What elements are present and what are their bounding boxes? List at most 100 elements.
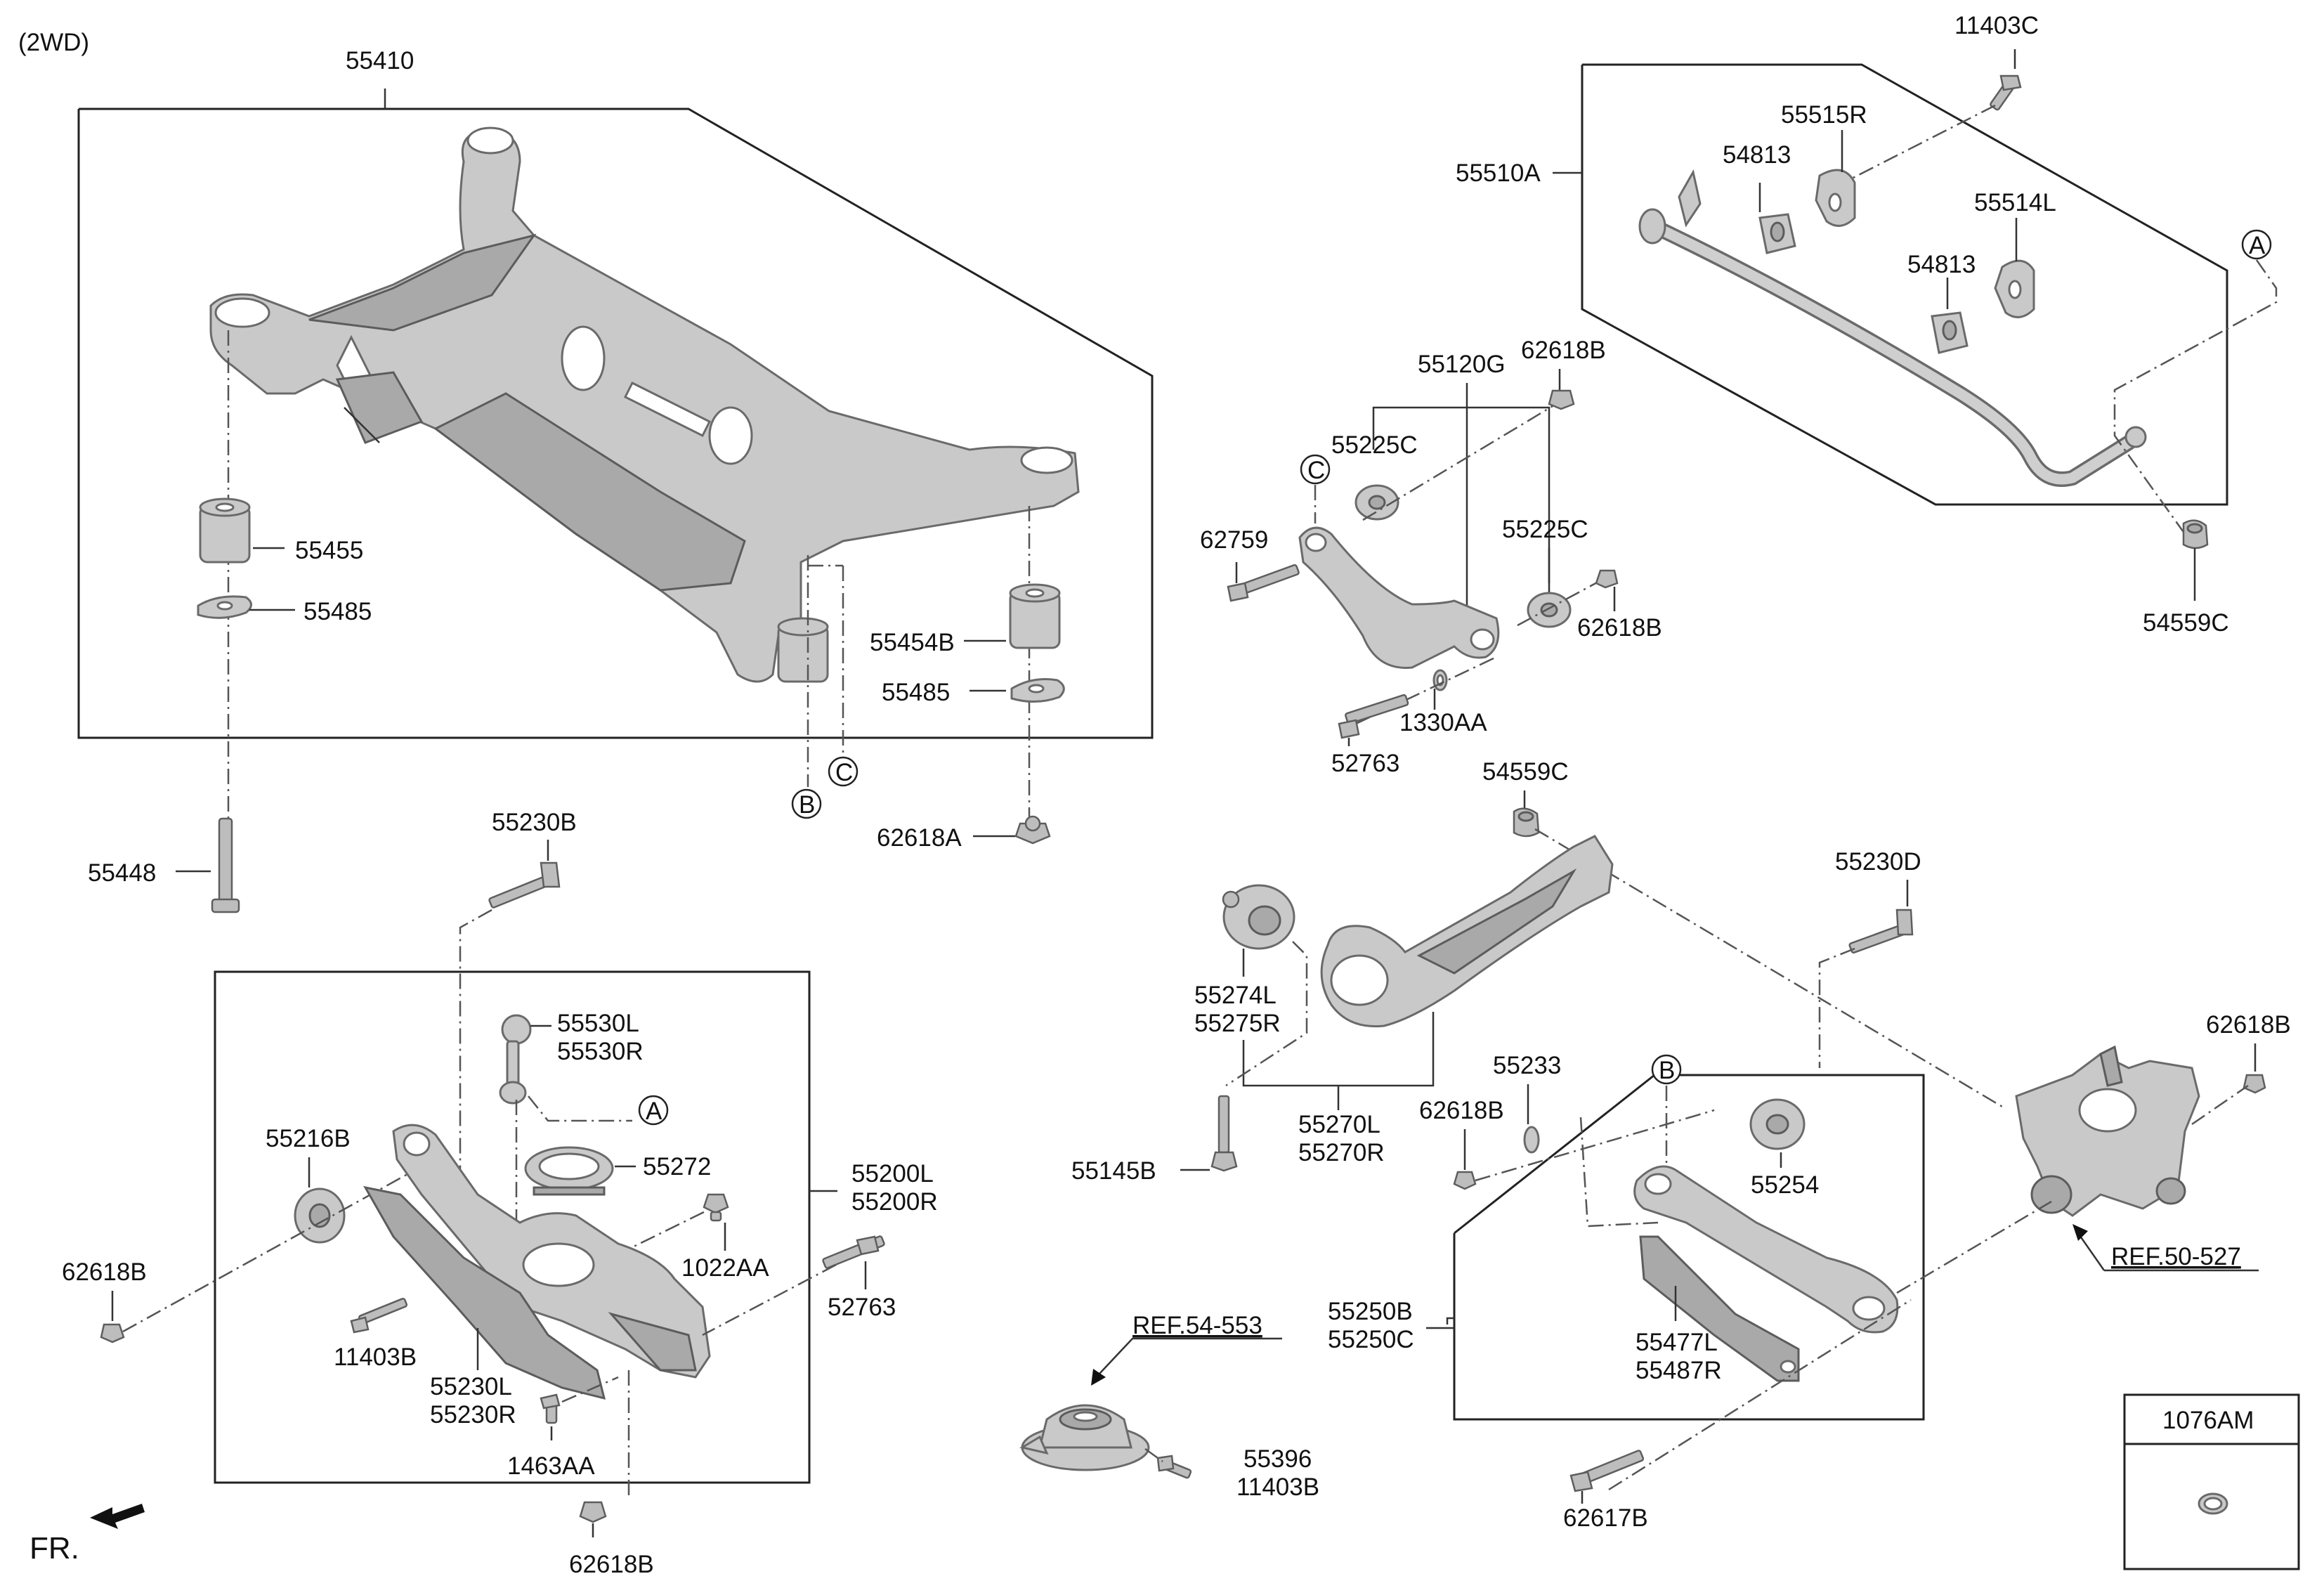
part-label-55230L: 55230L	[430, 1373, 512, 1400]
part-label-11403B-pad: 11403B	[1236, 1473, 1319, 1501]
bolt-55230B	[488, 861, 561, 909]
nut-62618B-top	[1548, 389, 1575, 410]
marker-circle-a-lower	[638, 1095, 669, 1126]
nut-1022AA	[703, 1193, 729, 1222]
part-label-55396: 55396	[1243, 1445, 1312, 1473]
part-label-55254: 55254	[1751, 1171, 1819, 1199]
part-label-62618B-upper-arm: 62618B	[1577, 614, 1662, 642]
stopper-55485-right	[1010, 678, 1065, 703]
part-label-55225C-upper: 55225C	[1331, 431, 1418, 459]
marker-circle-c-right	[1300, 454, 1331, 485]
part-label-55510A: 55510A	[1456, 160, 1541, 187]
svg-text:B: B	[799, 791, 815, 819]
bolt-55145B	[1210, 1095, 1238, 1172]
crossmember-rear-bushing	[777, 617, 829, 683]
part-label-55230R: 55230R	[430, 1401, 516, 1428]
part-label-55120G: 55120G	[1418, 351, 1506, 378]
nut-54559C-upper	[2182, 519, 2209, 549]
nut-62618B-upper-arm	[1595, 569, 1619, 589]
part-label-1463AA: 1463AA	[507, 1452, 595, 1480]
part-label-62618B-bottom: 62618B	[569, 1551, 654, 1578]
bolt-11403B-lower-arm	[350, 1297, 408, 1334]
bolt-62759	[1227, 564, 1300, 602]
svg-text:A: A	[2249, 232, 2266, 259]
bushing-55225C-lower	[1527, 592, 1572, 628]
part-label-11403C: 11403C	[1954, 12, 2039, 39]
part-label-55230D: 55230D	[1835, 848, 1921, 876]
part-label-55225C-lower: 55225C	[1502, 516, 1588, 543]
upper-arm-55120G	[1298, 526, 1500, 669]
lower-control-arm-group-box	[214, 970, 811, 1484]
part-label-55230B: 55230B	[492, 809, 577, 836]
part-label-62617B: 62617B	[1563, 1504, 1648, 1532]
part-label-55514L: 55514L	[1974, 189, 2056, 216]
bushing-54813-right	[1931, 311, 1969, 354]
ref-50-527-arrow	[2072, 1224, 2259, 1272]
inset-1076AM-box	[2123, 1393, 2300, 1570]
svg-text:C: C	[1307, 457, 1325, 484]
part-label-1076AM: 1076AM	[2162, 1407, 2254, 1434]
link-55530L-55530R	[499, 1014, 532, 1105]
part-label-55530L: 55530L	[557, 1010, 639, 1037]
ref-label-50-527: REF.50-527	[2111, 1243, 2241, 1270]
lower-arm-55250	[1633, 1165, 1899, 1334]
trailing-arm-55270	[1320, 835, 1614, 1028]
part-label-55487R: 55487R	[1636, 1357, 1722, 1384]
bushing-55216B	[294, 1187, 346, 1244]
bolt-11403C	[1990, 74, 2022, 111]
lower-arm-bracket-55477L-55487R	[1639, 1235, 1800, 1382]
spring-seat-55272	[524, 1146, 614, 1196]
part-label-54559C-lower: 54559C	[1482, 758, 1569, 786]
part-label-55272: 55272	[643, 1153, 711, 1180]
nut-54559C-lower	[1513, 807, 1540, 838]
bolt-55448	[211, 817, 240, 913]
lower-arm-55250-group-box	[1453, 1074, 1925, 1421]
part-label-55200R: 55200R	[851, 1188, 938, 1216]
part-label-55530R: 55530R	[557, 1038, 644, 1065]
stabilizer-bar	[1638, 169, 2147, 487]
bracket-55515R	[1815, 169, 1856, 227]
nut-62618B-knuckle	[2243, 1074, 2266, 1094]
part-label-55233: 55233	[1493, 1052, 1561, 1079]
plug-1076AM	[2198, 1492, 2228, 1515]
bushing-55225C-upper	[1354, 484, 1399, 521]
marker-circle-b-lower	[1651, 1054, 1682, 1085]
part-label-55270R: 55270R	[1298, 1139, 1385, 1166]
washer-1330AA	[1432, 669, 1448, 691]
part-label-55216B: 55216B	[266, 1125, 351, 1152]
bushing-54813-left	[1758, 213, 1796, 254]
nut-62618B-left	[100, 1323, 125, 1343]
nut-62618A	[1014, 815, 1051, 845]
part-label-55145B: 55145B	[1071, 1157, 1156, 1185]
part-label-55485-right: 55485	[882, 679, 950, 706]
part-label-62618B-top: 62618B	[1521, 337, 1606, 364]
bushing-55274L-55275R	[1222, 884, 1295, 950]
part-label-62618B-left: 62618B	[62, 1258, 147, 1286]
part-label-11403B-lower-arm: 11403B	[334, 1343, 417, 1371]
nut-62618B-bottom	[579, 1501, 607, 1523]
bolt-1463AA	[540, 1393, 561, 1424]
part-label-54813-left: 54813	[1723, 141, 1791, 169]
part-label-62759: 62759	[1200, 526, 1268, 554]
nut-62618B-arm	[1453, 1171, 1477, 1190]
stabilizer-group-box	[1581, 63, 2228, 506]
svg-text:A: A	[646, 1098, 662, 1125]
lower-control-arm-55200	[392, 1124, 711, 1379]
stopper-55485-left	[197, 595, 252, 619]
part-label-55250C: 55250C	[1328, 1326, 1414, 1353]
marker-circle-c-upper	[828, 756, 859, 787]
part-label-54559C-upper: 54559C	[2143, 609, 2229, 637]
bolt-11403B-pad	[1156, 1454, 1192, 1479]
crossmember-group-box	[77, 108, 1154, 739]
part-label-55274L: 55274L	[1194, 982, 1277, 1009]
knuckle-ref-50-527	[2015, 1045, 2200, 1217]
bolt-62617B	[1569, 1450, 1645, 1492]
part-label-1330AA: 1330AA	[1399, 709, 1487, 736]
front-direction-arrow-icon	[90, 1504, 145, 1529]
part-label-55485-left: 55485	[303, 598, 372, 625]
ref-label-54-553: REF.54-553	[1132, 1312, 1262, 1339]
part-label-55455: 55455	[295, 537, 363, 564]
bolt-55230D	[1848, 909, 1914, 954]
part-label-62618A: 62618A	[877, 824, 962, 852]
